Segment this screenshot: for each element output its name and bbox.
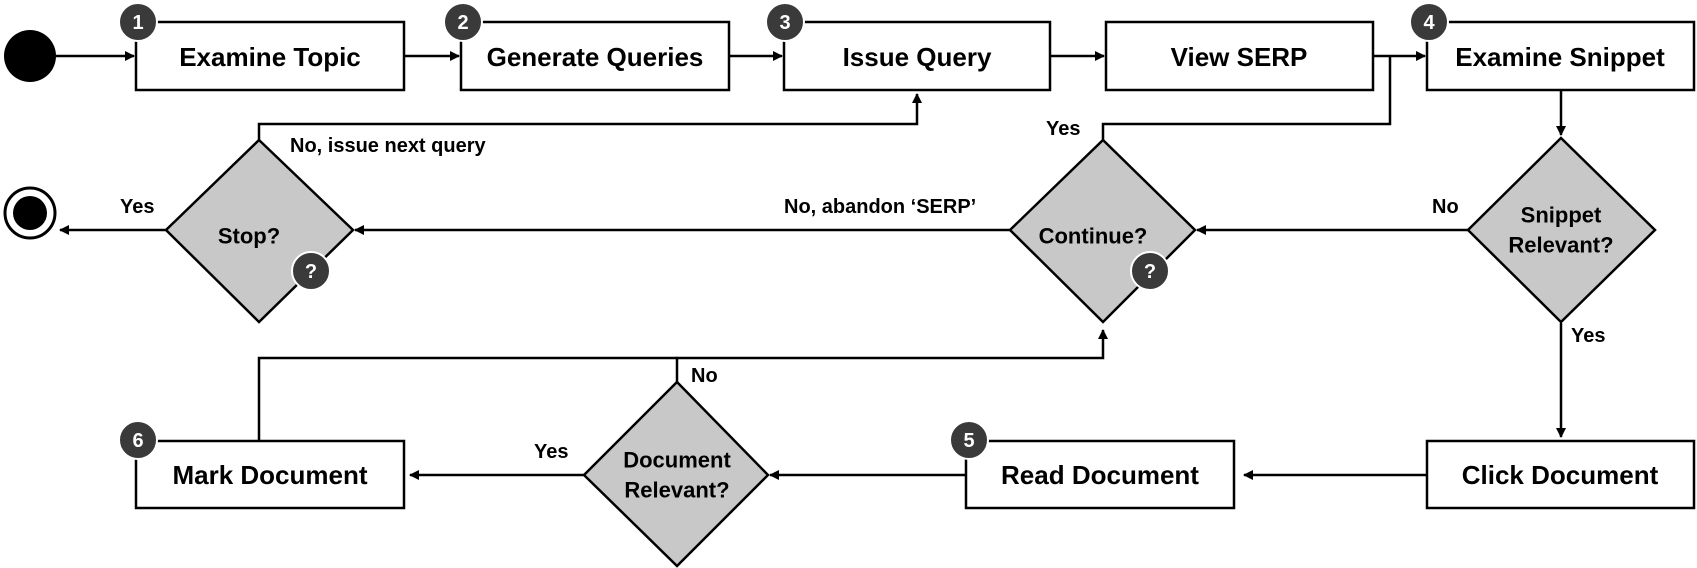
edges <box>56 51 1566 480</box>
decision-snippet-relevant: Snippet Relevant? <box>1466 136 1657 324</box>
view-serp-label: View SERP <box>1171 42 1308 72</box>
step-badge-3: 3 <box>765 2 805 42</box>
box-read-document: Read Document <box>964 439 1236 510</box>
label-yes-document: Yes <box>534 441 568 463</box>
label-no-issue-next-query: No, issue next query <box>290 135 486 157</box>
svg-text:?: ? <box>1144 261 1156 283</box>
step-badge-4: 4 <box>1409 2 1449 42</box>
examine-topic-label: Examine Topic <box>179 42 361 72</box>
start-node <box>4 30 56 82</box>
document-relevant-line1: Document <box>623 448 731 473</box>
click-document-label: Click Document <box>1462 460 1659 490</box>
continue-label: Continue? <box>1039 224 1148 249</box>
box-issue-query: Issue Query <box>782 20 1052 92</box>
label-yes-continue: Yes <box>1046 118 1080 140</box>
generate-queries-label: Generate Queries <box>487 42 704 72</box>
decision-document-relevant: Document Relevant? <box>582 380 770 568</box>
step-badge-2: 2 <box>443 2 483 42</box>
edge-docdecision-no <box>675 329 1108 382</box>
box-generate-queries: Generate Queries <box>459 20 731 92</box>
label-yes-stop: Yes <box>120 196 154 218</box>
box-click-document: Click Document <box>1425 439 1696 510</box>
box-view-serp: View SERP <box>1104 20 1375 92</box>
edge-stop-issue <box>257 93 922 140</box>
question-badge-continue: ? <box>1130 251 1170 291</box>
label-no-abandon-serp: No, abandon ‘SERP’ <box>784 196 976 218</box>
svg-text:6: 6 <box>132 430 143 452</box>
snippet-relevant-line1: Snippet <box>1521 203 1602 228</box>
stop-label: Stop? <box>218 224 280 249</box>
step-badge-1: 1 <box>118 2 158 42</box>
end-node <box>3 186 57 240</box>
box-examine-snippet: Examine Snippet <box>1425 20 1696 92</box>
box-examine-topic: Examine Topic <box>134 20 406 92</box>
decision-continue: Continue? <box>1008 138 1197 324</box>
step-badge-6: 6 <box>118 420 158 460</box>
label-no-document: No <box>691 365 718 387</box>
mark-document-label: Mark Document <box>172 460 367 490</box>
svg-text:1: 1 <box>132 12 143 34</box>
question-badge-stop: ? <box>291 251 331 291</box>
svg-text:4: 4 <box>1423 12 1435 34</box>
read-document-label: Read Document <box>1001 460 1199 490</box>
edge-view-continue <box>1101 56 1392 140</box>
step-badge-5: 5 <box>949 420 989 460</box>
document-relevant-line2: Relevant? <box>624 478 729 503</box>
box-mark-document: Mark Document <box>134 439 406 510</box>
snippet-relevant-line2: Relevant? <box>1508 233 1613 258</box>
issue-query-label: Issue Query <box>843 42 992 72</box>
svg-text:?: ? <box>305 261 317 283</box>
decision-stop: Stop? <box>164 138 355 324</box>
svg-text:2: 2 <box>457 12 468 34</box>
edge-mark-continue <box>257 356 677 440</box>
examine-snippet-label: Examine Snippet <box>1455 42 1665 72</box>
label-no-snippet: No <box>1432 196 1459 218</box>
svg-text:3: 3 <box>779 12 790 34</box>
label-yes-snippet: Yes <box>1571 325 1605 347</box>
svg-text:5: 5 <box>963 430 974 452</box>
